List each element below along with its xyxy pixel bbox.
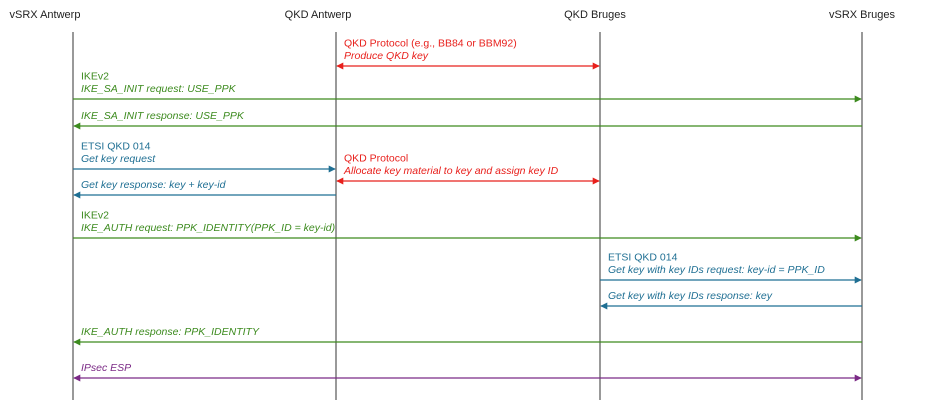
label-qkd-protocol-1-1: Produce QKD key: [344, 50, 429, 62]
label-ike-sa-init-request-1: IKE_SA_INIT request: USE_PPK: [81, 83, 237, 95]
label-qkd-protocol-1-0: QKD Protocol (e.g., BB84 or BBM92): [344, 38, 517, 50]
actor-label-qkd-bruges: QKD Bruges: [564, 9, 626, 21]
message-get-key-with-ids-response: Get key with key IDs response: key: [600, 290, 862, 310]
label-ike-sa-init-request-0: IKEv2: [81, 71, 109, 83]
label-qkd-protocol-2-1: Allocate key material to key and assign …: [343, 165, 559, 177]
label-get-key-request-0: ETSI QKD 014: [81, 141, 151, 153]
actor-label-vsrx-bruges: vSRX Bruges: [829, 9, 896, 21]
label-get-key-request-1: Get key request: [81, 153, 156, 165]
label-ike-auth-response-0: IKE_AUTH response: PPK_IDENTITY: [81, 326, 260, 338]
label-get-key-with-ids-response-0: Get key with key IDs response: key: [608, 290, 773, 302]
actor-label-vsrx-antwerp: vSRX Antwerp: [10, 9, 81, 21]
actor-label-qkd-antwerp: QKD Antwerp: [285, 9, 352, 21]
label-get-key-with-ids-request-1: Get key with key IDs request: key-id = P…: [608, 264, 825, 276]
label-ike-auth-request-1: IKE_AUTH request: PPK_IDENTITY(PPK_ID = …: [81, 222, 335, 234]
label-get-key-with-ids-request-0: ETSI QKD 014: [608, 252, 678, 264]
message-qkd-protocol-1: QKD Protocol (e.g., BB84 or BBM92)Produc…: [336, 38, 600, 70]
label-ike-auth-request-0: IKEv2: [81, 210, 109, 222]
label-ipsec-esp-0: IPsec ESP: [81, 362, 131, 374]
label-get-key-response-0: Get key response: key + key-id: [81, 179, 227, 191]
message-ike-sa-init-response: IKE_SA_INIT response: USE_PPK: [73, 110, 862, 130]
message-ike-auth-response: IKE_AUTH response: PPK_IDENTITY: [73, 326, 862, 346]
message-get-key-response: Get key response: key + key-id: [73, 179, 336, 199]
label-ike-sa-init-response-0: IKE_SA_INIT response: USE_PPK: [81, 110, 245, 122]
label-qkd-protocol-2-0: QKD Protocol: [344, 153, 408, 165]
message-ipsec-esp: IPsec ESP: [73, 362, 862, 382]
